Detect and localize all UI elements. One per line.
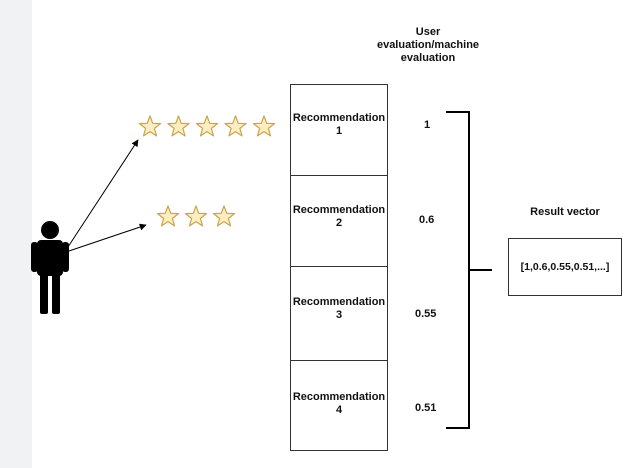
recommendation-label: Recommendation 1 xyxy=(292,112,386,137)
star-icon xyxy=(212,205,236,227)
arrow-to-rating-1 xyxy=(65,139,139,251)
star-icon xyxy=(167,115,190,137)
arrow-to-rating-2 xyxy=(65,223,147,253)
star-icon xyxy=(195,115,219,137)
rating-stars-five xyxy=(138,115,276,137)
score-value-3: 0.55 xyxy=(415,308,437,320)
star-icon xyxy=(156,205,180,227)
recommendation-box-4: Recommendation 4 xyxy=(290,360,388,451)
recommendation-label: Recommendation 4 xyxy=(292,391,386,416)
score-value-1: 1 xyxy=(424,119,431,131)
person-icon xyxy=(31,221,69,314)
recommendation-box-2: Recommendation 2 xyxy=(290,175,388,267)
star-icon xyxy=(224,115,247,137)
bracket xyxy=(446,111,492,429)
recommendation-label: Recommendation 3 xyxy=(292,296,386,321)
evaluation-header: User evaluation/machine evaluation xyxy=(376,26,480,64)
recommendation-box-3: Recommendation 3 xyxy=(290,266,388,361)
score-value-2: 0.6 xyxy=(419,214,435,226)
star-icon xyxy=(184,205,208,227)
recommendation-label: Recommendation 2 xyxy=(292,204,386,229)
rating-stars-three xyxy=(156,205,236,227)
result-vector-box: [1,0.6,0.55,0.51,...] xyxy=(508,238,622,296)
star-icon xyxy=(252,115,276,137)
result-vector-title: Result vector xyxy=(530,206,600,218)
star-icon xyxy=(138,115,162,137)
recommendation-box-1: Recommendation 1 xyxy=(290,84,388,176)
result-vector-value: [1,0.6,0.55,0.51,...] xyxy=(520,261,610,273)
score-value-4: 0.51 xyxy=(415,402,437,414)
